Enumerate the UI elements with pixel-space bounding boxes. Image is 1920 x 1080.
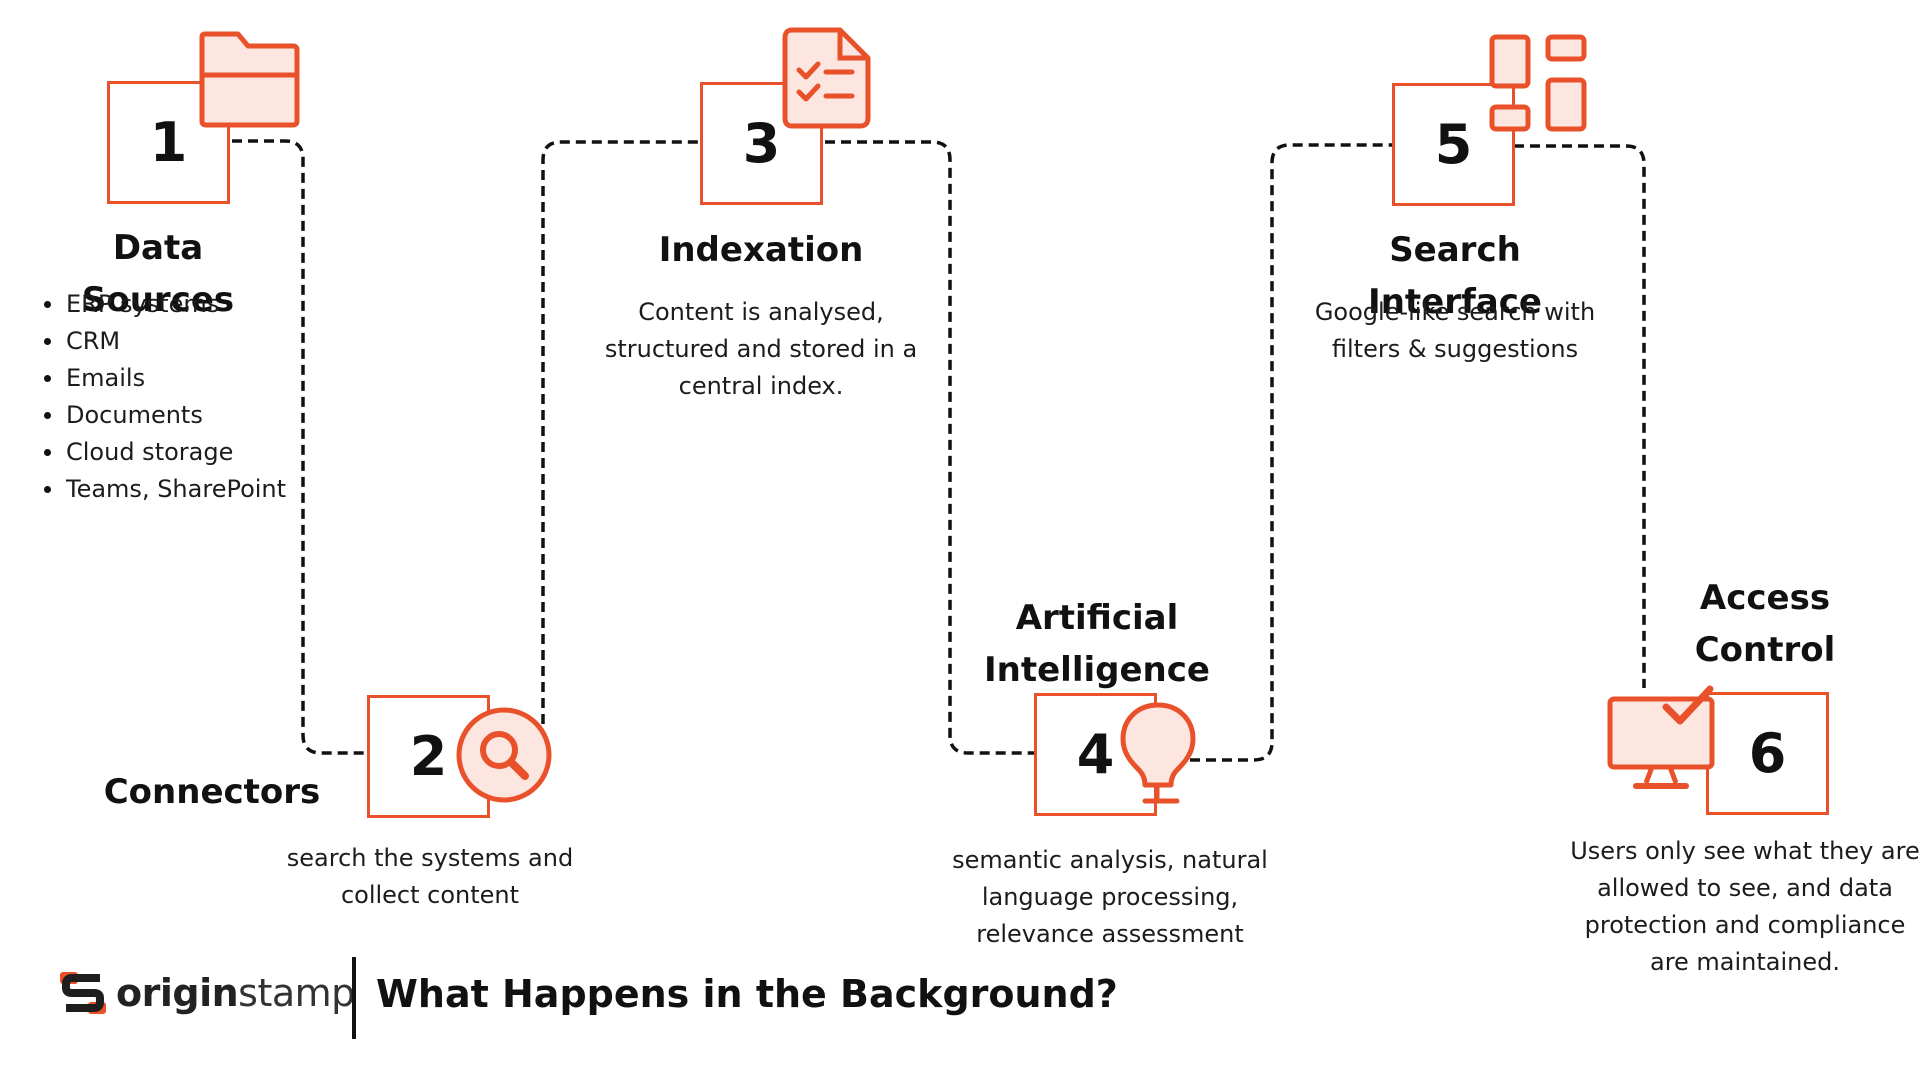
list-item: Emails: [38, 360, 286, 397]
step-5-title: Search Interface: [1368, 230, 1542, 322]
list-item: Cloud storage: [38, 434, 286, 471]
step-2-number: 2: [409, 725, 448, 788]
brand-logo: originstamp: [56, 966, 355, 1020]
list-item: ERP systems: [38, 286, 286, 323]
step-5-number-box: 5: [1392, 83, 1515, 206]
step-6-title-line: Control: [1694, 630, 1836, 670]
step-4-desc-line: language processing,: [981, 883, 1239, 911]
step-6-title: Access Control: [1640, 572, 1890, 676]
page-title: What Happens in the Background?: [376, 972, 1118, 1016]
step-6-title-line: Access: [1699, 578, 1831, 618]
step-4-number: 4: [1076, 723, 1115, 786]
brand-name-part2: stamp: [238, 971, 355, 1015]
step-4-title-line: Intelligence: [984, 650, 1210, 690]
list-item: CRM: [38, 323, 286, 360]
step-6-number: 6: [1748, 722, 1787, 785]
step-5-desc-line: filters & suggestions: [1331, 335, 1579, 363]
step-4-desc-line: relevance assessment: [976, 920, 1244, 948]
list-item: Teams, SharePoint: [38, 471, 286, 508]
step-6-number-box: 6: [1706, 692, 1829, 815]
step-3-desc-line: Content is analysed,: [638, 298, 884, 326]
layout-grid-icon: [1489, 34, 1587, 132]
step-5-number: 5: [1434, 113, 1473, 176]
step-2-title: Connectors: [103, 772, 321, 812]
checklist-document-icon: [782, 27, 871, 129]
step-6-desc-line: protection and compliance: [1584, 911, 1906, 939]
path-2-3: [541, 140, 703, 724]
step-1-bullet-list: ERP systems CRM Emails Documents Cloud s…: [38, 286, 286, 508]
path-1-2: [232, 139, 368, 755]
lightbulb-icon: [1120, 702, 1196, 804]
step-3-description: Content is analysed, structured and stor…: [580, 294, 942, 405]
step-5-desc-line: Google-like search with: [1314, 298, 1596, 326]
footer-divider: [352, 957, 356, 1039]
monitor-check-icon: [1607, 685, 1715, 789]
brand-wordmark: originstamp: [116, 971, 355, 1015]
step-6-desc-line: are maintained.: [1649, 948, 1841, 976]
step-2-desc-line: search the systems and: [286, 844, 574, 872]
step-2-description: search the systems and collect content: [270, 840, 590, 914]
folder-icon: [199, 31, 300, 128]
step-4-title: Artificial Intelligence: [972, 592, 1222, 696]
path-4-5: [1190, 143, 1394, 762]
step-2-desc-line: collect content: [340, 881, 520, 909]
originstamp-logo-icon: [60, 972, 106, 1014]
step-6-desc-line: Users only see what they are: [1570, 837, 1920, 865]
step-3-title: Indexation: [658, 230, 864, 270]
step-5-description: Google-like search with filters & sugges…: [1290, 294, 1620, 368]
path-5-6: [1514, 144, 1646, 688]
step-3-number: 3: [742, 112, 781, 175]
step-4-title-line: Artificial: [1015, 598, 1179, 638]
step-1-title: Data Sources: [81, 228, 235, 320]
list-item: Documents: [38, 397, 286, 434]
step-6-description: Users only see what they are allowed to …: [1560, 833, 1920, 981]
step-3-desc-line: structured and stored in a: [604, 335, 918, 363]
brand-name-part1: origin: [116, 971, 239, 1015]
step-4-desc-line: semantic analysis, natural: [952, 846, 1268, 874]
step-4-description: semantic analysis, natural language proc…: [940, 842, 1280, 953]
step-6-desc-line: allowed to see, and data: [1597, 874, 1893, 902]
step-3-desc-line: central index.: [678, 372, 844, 400]
magnifier-icon: [456, 707, 552, 803]
step-1-number: 1: [149, 111, 188, 174]
path-3-4: [825, 140, 1035, 755]
